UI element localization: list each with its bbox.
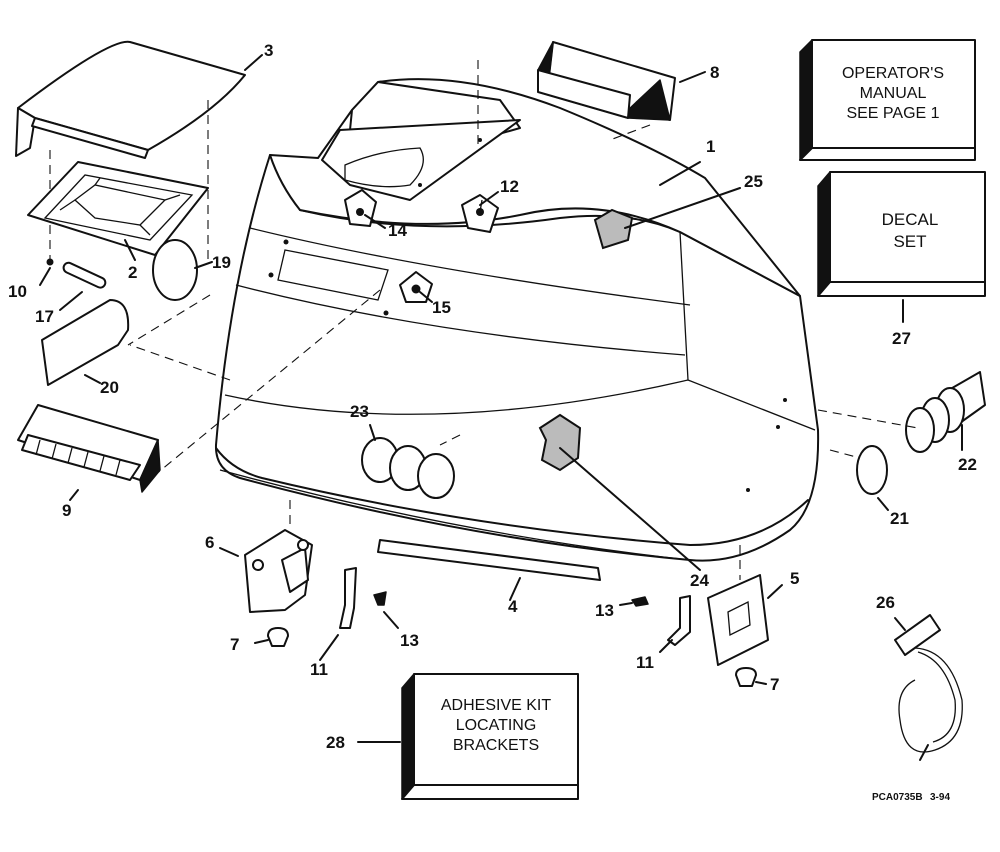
operators-manual-line-2: MANUAL [860, 85, 927, 102]
callout-5: 5 [790, 569, 799, 588]
adhesive-kit-line-2: LOCATING [456, 717, 537, 734]
callout-7a: 7 [230, 635, 239, 654]
operators-manual-box: OPERATOR'S MANUAL SEE PAGE 1 [799, 39, 976, 161]
leader-lines [39, 54, 963, 743]
callout-13a: 13 [400, 631, 419, 650]
callout-3: 3 [264, 41, 273, 60]
adhesive-kit-box: ADHESIVE KIT LOCATING BRACKETS [401, 673, 579, 800]
plug-19 [152, 239, 198, 301]
top-cover-3 [15, 40, 246, 159]
decal-set-line-1: DECAL [882, 210, 939, 229]
callout-21: 21 [890, 509, 909, 528]
bracket-6 [244, 529, 313, 613]
plugs-23 [361, 437, 455, 499]
callout-19: 19 [212, 253, 231, 272]
callout-10: 10 [8, 282, 27, 301]
callout-9: 9 [62, 501, 71, 520]
decal-20 [41, 299, 130, 386]
decal-25 [593, 208, 634, 250]
callout-11a: 11 [310, 660, 328, 679]
callout-23: 23 [350, 402, 369, 421]
grommet-12 [461, 194, 499, 233]
callout-4: 4 [508, 597, 518, 616]
screw-13-right [631, 596, 649, 607]
plate-5 [707, 574, 769, 666]
adhesive-kit-line-3: BRACKETS [453, 737, 539, 754]
callout-24: 24 [690, 571, 709, 590]
foot-7-right [735, 667, 757, 687]
gasket-2 [27, 161, 209, 256]
callout-6: 6 [205, 533, 214, 552]
plug-21 [856, 445, 888, 495]
seal-17 [62, 261, 107, 289]
screw-13-left [373, 591, 387, 606]
callout-numbers: 1 2 3 4 5 6 7 7 8 9 10 11 11 12 13 13 14… [8, 41, 977, 752]
figure-code: PCA0735B [872, 792, 923, 803]
callout-22: 22 [958, 455, 977, 474]
bracket-11-right [667, 595, 691, 646]
callout-7b: 7 [770, 675, 779, 694]
operators-manual-line-3: SEE PAGE 1 [846, 105, 939, 122]
callout-15: 15 [432, 298, 451, 317]
decal-24 [538, 413, 582, 472]
decal-set-line-2: SET [893, 232, 926, 251]
callout-13b: 13 [595, 601, 614, 620]
callout-14: 14 [388, 221, 407, 240]
foot-7-left [267, 627, 289, 647]
callout-26: 26 [876, 593, 895, 612]
callout-25: 25 [744, 172, 763, 191]
callout-1: 1 [706, 137, 715, 156]
screw-10 [46, 258, 54, 266]
engine-cover [214, 78, 820, 562]
callout-20: 20 [100, 378, 119, 397]
strip-4 [377, 539, 601, 581]
plugs-22 [905, 371, 986, 453]
front-vent-9 [17, 404, 161, 493]
callout-12: 12 [500, 177, 519, 196]
bracket-11-left [339, 567, 357, 629]
callout-2: 2 [128, 263, 137, 282]
cable-26 [894, 614, 963, 761]
callout-28: 28 [326, 733, 345, 752]
callout-11b: 11 [636, 653, 654, 672]
callout-17: 17 [35, 307, 54, 326]
callout-8: 8 [710, 63, 719, 82]
operators-manual-line-1: OPERATOR'S [842, 65, 944, 82]
adhesive-kit-line-1: ADHESIVE KIT [441, 697, 551, 714]
rear-vent-8 [537, 41, 676, 121]
decal-set-box: DECAL SET [817, 171, 986, 297]
callout-27: 27 [892, 329, 911, 348]
figure-date: 3-94 [930, 792, 950, 803]
